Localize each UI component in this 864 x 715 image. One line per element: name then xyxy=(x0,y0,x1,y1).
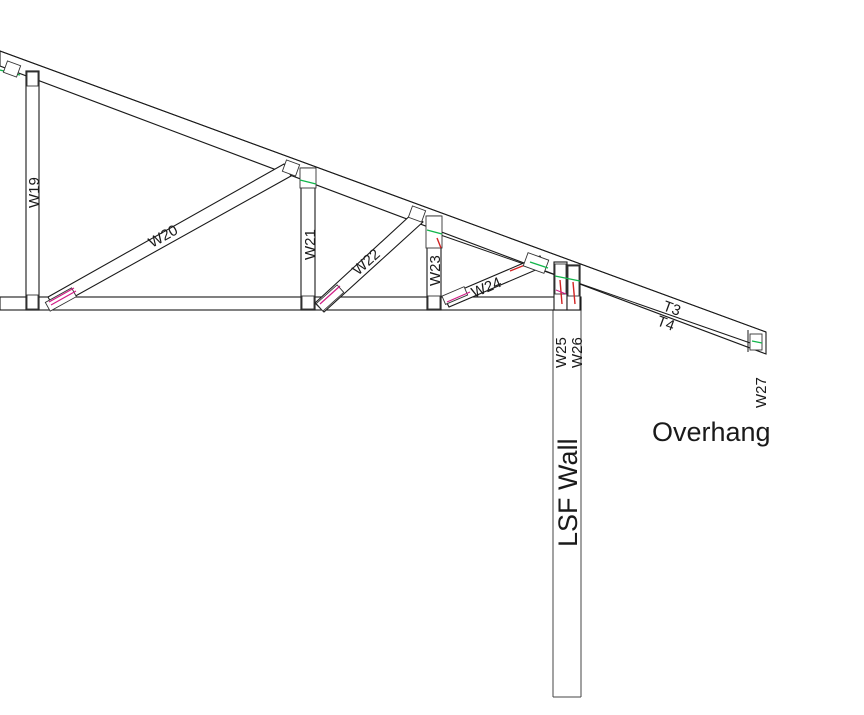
web-w19 xyxy=(0,60,40,311)
label-w26: W26 xyxy=(569,337,586,368)
label-w21: W21 xyxy=(302,229,319,260)
label-w27: W27 xyxy=(753,377,770,408)
web-w21 xyxy=(281,159,317,311)
label-t3: T3 xyxy=(661,298,683,320)
label-w25: W25 xyxy=(553,337,570,368)
label-w19: W19 xyxy=(26,177,43,208)
web-w20 xyxy=(44,163,292,312)
web-w25-w26 xyxy=(553,261,581,311)
web-w22 xyxy=(314,205,427,313)
label-w23: W23 xyxy=(427,255,444,286)
label-overhang: Overhang xyxy=(652,417,771,447)
label-t4: T4 xyxy=(655,313,677,335)
lsf-wall xyxy=(552,310,582,698)
bottom-chord xyxy=(0,296,582,311)
web-w23 xyxy=(425,215,443,311)
web-w24 xyxy=(441,252,550,308)
label-lsf-wall: LSF Wall xyxy=(553,438,583,547)
